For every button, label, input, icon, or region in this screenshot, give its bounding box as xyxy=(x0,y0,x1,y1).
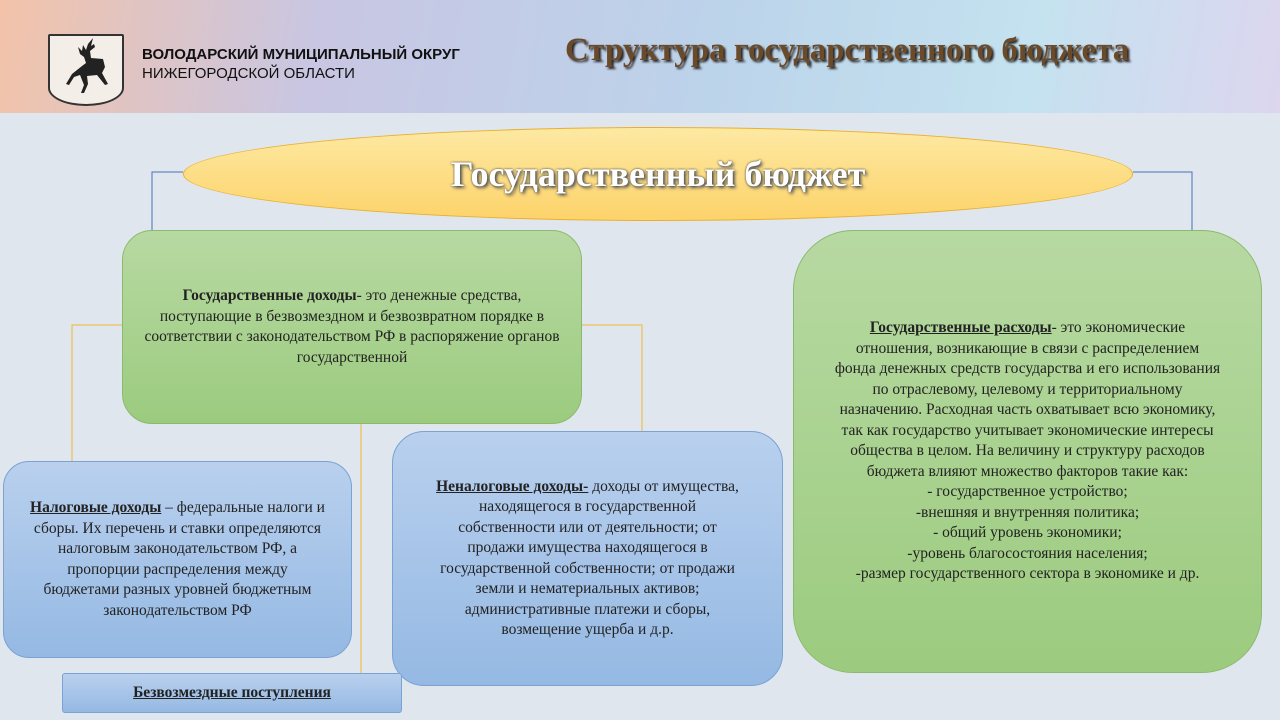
org-region: НИЖЕГОРОДСКОЙ ОБЛАСТИ xyxy=(142,65,355,82)
page-title: Структура государственного бюджета xyxy=(565,32,1130,68)
expenses-text: - это экономические отношения, возникающ… xyxy=(834,319,1221,480)
state-budget-node: Государственный бюджет xyxy=(183,127,1133,221)
income-text: - это денежные средства, поступающие в б… xyxy=(144,287,560,366)
grants-node: Безвозмездные поступления xyxy=(62,673,402,713)
tax-term: Налоговые доходы xyxy=(30,499,162,516)
grants-label: Безвозмездные поступления xyxy=(133,683,331,701)
nontax-income-node: Неналоговые доходы- доходы от имущества,… xyxy=(392,431,783,686)
expenses-term: Государственные расходы xyxy=(869,319,1052,337)
tax-text: – федеральные налоги и сборы. Их перечен… xyxy=(33,499,325,619)
org-name: ВОЛОДАРСКИЙ МУНИЦИПАЛЬНЫЙ ОКРУГ xyxy=(142,46,460,63)
factor-item: -уровень благосостояния населения; xyxy=(907,544,1148,562)
factor-item: -внешняя и внутренняя политика; xyxy=(915,503,1140,521)
deer-coat-of-arms-icon xyxy=(48,34,124,106)
income-node: Государственные доходы- это денежные сре… xyxy=(122,230,582,424)
state-budget-title: Государственный бюджет xyxy=(450,154,866,194)
factor-item: - общий уровень экономики; xyxy=(933,524,1122,542)
factor-item: -размер государственного сектора в эконо… xyxy=(855,565,1200,583)
nontax-term: Неналоговые доходы- xyxy=(436,477,589,495)
expenses-node: Государственные расходы- это экономическ… xyxy=(793,230,1262,673)
factor-item: - государственное устройство; xyxy=(927,483,1128,501)
income-term: Государственные доходы xyxy=(182,287,357,304)
header-banner: ВОЛОДАРСКИЙ МУНИЦИПАЛЬНЫЙ ОКРУГ НИЖЕГОРО… xyxy=(0,0,1280,113)
nontax-text: доходы от имущества, находящегося в госу… xyxy=(440,477,739,639)
tax-income-node: Налоговые доходы – федеральные налоги и … xyxy=(3,461,352,658)
